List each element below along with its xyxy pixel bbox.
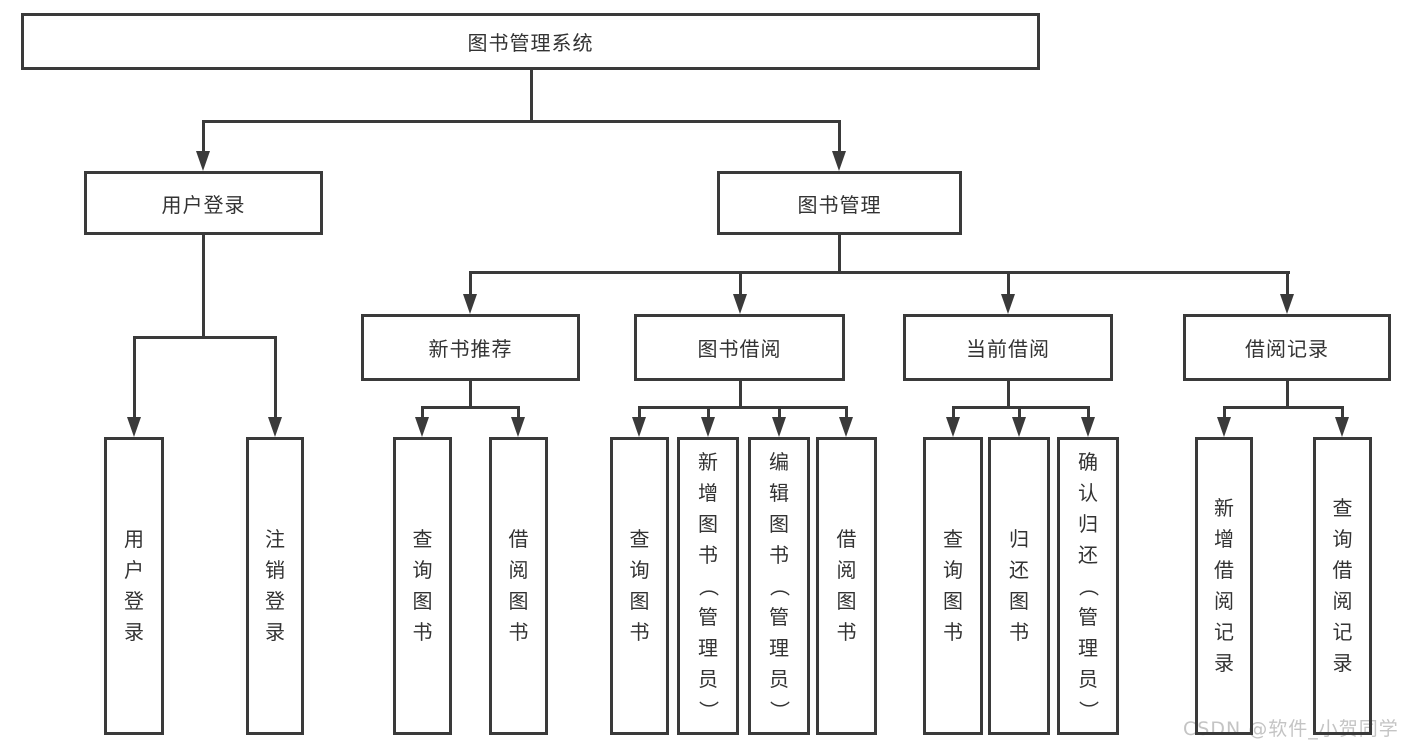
- leaf-user-login: 用户登录: [104, 437, 164, 735]
- node-current-borrow-label: 当前借阅: [966, 337, 1050, 361]
- connector-line: [1006, 272, 1010, 296]
- node-book-borrow: 图书借阅: [634, 314, 845, 381]
- connector-line: [421, 406, 520, 409]
- connector-line: [952, 406, 1090, 409]
- leaf-query-books-recommend-label: 查询图书: [412, 527, 433, 644]
- connector-line: [201, 235, 205, 338]
- leaf-borrow-books: 借阅图书: [816, 437, 877, 735]
- node-current-borrow: 当前借阅: [903, 314, 1113, 381]
- node-root-label: 图书管理系统: [467, 31, 594, 55]
- leaf-borrow-books-recommend-label: 借阅图书: [508, 527, 529, 644]
- leaf-query-books-current-label: 查询图书: [943, 527, 963, 644]
- leaf-add-borrow-record-label: 新增借阅记录: [1214, 496, 1234, 675]
- connector-line: [844, 406, 848, 419]
- connector-arrowhead: [946, 417, 960, 437]
- connector-line: [420, 406, 424, 419]
- connector-arrowhead: [632, 417, 646, 437]
- leaf-logout-login: 注销登录: [246, 437, 304, 735]
- connector-arrowhead: [268, 417, 282, 437]
- leaf-query-borrow-record: 查询借阅记录: [1313, 437, 1372, 735]
- connector-line: [777, 406, 781, 419]
- connector-line: [468, 272, 472, 296]
- leaf-logout-login-label: 注销登录: [265, 527, 285, 644]
- connector-arrowhead: [415, 417, 429, 437]
- connector-arrowhead: [1335, 417, 1349, 437]
- connector-line: [637, 406, 641, 419]
- connector-arrowhead: [463, 294, 477, 314]
- connector-arrowhead: [701, 417, 715, 437]
- connector-line: [638, 406, 848, 409]
- node-borrow-records-label: 借阅记录: [1245, 337, 1329, 361]
- connector-arrowhead: [1280, 294, 1294, 314]
- leaf-user-login-label: 用户登录: [124, 527, 144, 644]
- leaf-borrow-books-label: 借阅图书: [836, 527, 857, 644]
- leaf-query-books-current: 查询图书: [923, 437, 983, 735]
- connector-arrowhead: [1001, 294, 1015, 314]
- connector-arrowhead: [839, 417, 853, 437]
- connector-line: [133, 336, 277, 339]
- connector-arrowhead: [832, 151, 846, 171]
- leaf-query-books-borrow-label: 查询图书: [629, 527, 650, 644]
- connector-line: [738, 381, 742, 408]
- leaf-return-books-label: 归还图书: [1009, 527, 1029, 644]
- leaf-add-books-admin: 新增图书（管理员）: [677, 437, 739, 735]
- connector-line: [468, 381, 472, 408]
- leaf-return-books: 归还图书: [988, 437, 1050, 735]
- connector-arrowhead: [772, 417, 786, 437]
- connector-arrowhead: [1081, 417, 1095, 437]
- leaf-query-books-borrow: 查询图书: [610, 437, 669, 735]
- connector-line: [738, 272, 742, 296]
- node-borrow-records: 借阅记录: [1183, 314, 1391, 381]
- connector-line: [1017, 406, 1021, 419]
- connector-arrowhead: [196, 151, 210, 171]
- connector-line: [201, 120, 205, 153]
- leaf-borrow-books-recommend: 借阅图书: [489, 437, 548, 735]
- connector-line: [202, 120, 841, 123]
- node-book-management-label: 图书管理: [797, 192, 882, 217]
- node-new-book-recommend-label: 新书推荐: [428, 337, 513, 361]
- leaf-edit-books-admin-label: 编辑图书（管理员）: [767, 449, 792, 721]
- node-book-borrow-label: 图书借阅: [697, 337, 782, 361]
- leaf-confirm-return-admin-label: 确认归还（管理员）: [1076, 449, 1101, 721]
- connector-arrowhead: [511, 417, 525, 437]
- leaf-add-borrow-record: 新增借阅记录: [1195, 437, 1253, 735]
- connector-line: [516, 406, 520, 419]
- node-root: 图书管理系统: [21, 13, 1040, 70]
- leaf-query-books-recommend: 查询图书: [393, 437, 452, 735]
- connector-line: [1223, 406, 1344, 409]
- node-new-book-recommend: 新书推荐: [361, 314, 580, 381]
- connector-arrowhead: [1217, 417, 1231, 437]
- leaf-edit-books-admin: 编辑图书（管理员）: [748, 437, 810, 735]
- connector-arrowhead: [1012, 417, 1026, 437]
- leaf-add-books-admin-label: 新增图书（管理员）: [696, 449, 721, 721]
- connector-line: [1006, 381, 1010, 408]
- node-user-login-label: 用户登录: [161, 192, 246, 217]
- connector-line: [132, 336, 136, 419]
- leaf-query-borrow-record-label: 查询借阅记录: [1332, 496, 1353, 675]
- connector-line: [529, 70, 533, 121]
- connector-line: [706, 406, 710, 419]
- connector-line: [837, 120, 841, 153]
- node-book-management: 图书管理: [717, 171, 962, 235]
- connector-line: [1086, 406, 1090, 419]
- connector-line: [1340, 406, 1344, 419]
- connector-arrowhead: [733, 294, 747, 314]
- connector-line: [951, 406, 955, 419]
- node-user-login: 用户登录: [84, 171, 323, 235]
- connector-line: [469, 271, 1290, 274]
- connector-arrowhead: [127, 417, 141, 437]
- connector-line: [1222, 406, 1226, 419]
- connector-line: [837, 235, 841, 273]
- connector-line: [273, 336, 277, 419]
- leaf-confirm-return-admin: 确认归还（管理员）: [1057, 437, 1119, 735]
- connector-line: [1285, 381, 1289, 408]
- connector-line: [1285, 272, 1289, 296]
